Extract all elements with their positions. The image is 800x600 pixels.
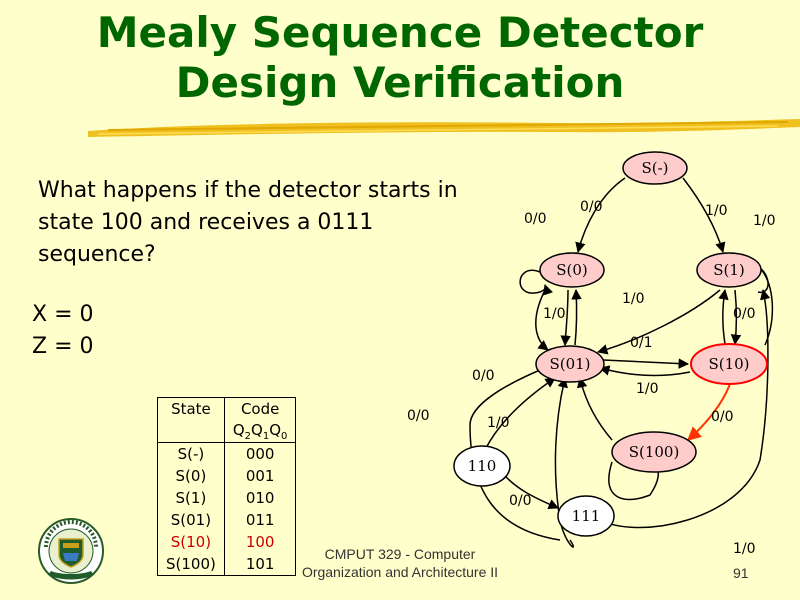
edge-s1-s01 [596, 289, 721, 355]
input-x-value: X = 0 [32, 302, 94, 327]
node-s100 [611, 431, 697, 473]
edge-bottom-right [599, 288, 771, 529]
edge-s10-s100-highlight [686, 383, 731, 441]
table-row: S(01) 011 [157, 509, 296, 531]
node-111 [557, 495, 615, 537]
output-z-value: Z = 0 [32, 334, 94, 359]
slide-footer: CMPUT 329 - Computer Organization and Ar… [285, 545, 515, 581]
edge-label-s1-self: 1/0 [753, 213, 776, 229]
node-s01 [535, 345, 605, 383]
table-cell-code: 000 [245, 445, 275, 463]
edge-label-bottom-right: 1/0 [733, 541, 756, 557]
edge-label-sdash-s0: 0/0 [580, 199, 603, 215]
edge-s1-s10 [730, 289, 742, 346]
edge-label-s01-s10: 0/1 [630, 335, 653, 351]
node-s1 [696, 252, 762, 288]
edge-label-s1-s10: 0/0 [733, 306, 756, 322]
table-cell-state: S(100) [157, 553, 225, 576]
edge-s01-s10 [602, 358, 690, 369]
table-cell-code: 001 [245, 467, 275, 485]
node-label-s10: S(10) [708, 355, 749, 373]
edge-label-s0-s01: 1/0 [543, 306, 566, 322]
edge-s01-down-left [469, 369, 561, 541]
node-label-s100: S(100) [629, 443, 680, 461]
edge-label-n111-in: 0/0 [509, 493, 532, 509]
node-label-s01: S(01) [549, 355, 590, 373]
node-s-dash [622, 151, 688, 185]
edge-label-s10-s100: 0/0 [711, 409, 734, 425]
edge-s10-s01 [598, 365, 691, 377]
table-cell-state: S(1) [157, 487, 225, 509]
edge-sdash-s1 [682, 177, 726, 254]
table-cell-code: 011 [245, 511, 275, 529]
node-110 [453, 445, 511, 487]
edge-n110-s01 [484, 377, 556, 451]
footer-line-2: Organization and Architecture II [301, 564, 499, 580]
table-header-code: Code [240, 400, 280, 418]
table-cell-code: 010 [245, 489, 275, 507]
edge-sdash-s0 [575, 177, 626, 254]
title-line-1: Mealy Sequence Detector [96, 8, 704, 57]
node-label-111: 111 [572, 507, 601, 525]
edge-s10-s1 [718, 288, 729, 345]
table-cell-code: 100 [245, 533, 275, 551]
node-label-s-dash: S(-) [641, 159, 668, 177]
footer-line-1: CMPUT 329 - Computer [324, 546, 476, 562]
title-underline-brush [88, 119, 800, 137]
edge-s100-s01 [576, 376, 613, 441]
edge-label-n110-out: 1/0 [487, 415, 510, 431]
edge-s0-self [519, 269, 553, 296]
table-header-state: State [157, 397, 225, 420]
table-row: S(1) 010 [157, 487, 296, 509]
edge-label-left-loop: 0/0 [407, 408, 430, 424]
table-header-spacer [157, 420, 225, 443]
university-logo [38, 518, 104, 584]
table-row: S(-) 000 [157, 442, 296, 465]
node-label-s1: S(1) [713, 261, 745, 279]
node-label-110: 110 [468, 457, 497, 475]
table-cell-state: S(-) [157, 442, 225, 465]
table-header-code-sub: Q2Q1Q0 [224, 420, 296, 443]
node-label-s0: S(0) [556, 261, 588, 279]
edge-s01-s0 [571, 288, 582, 346]
node-s0 [539, 252, 605, 288]
table-row: S(0) 001 [157, 465, 296, 487]
table-cell-state: S(01) [157, 509, 225, 531]
table-cell-state: S(10) [157, 531, 225, 553]
table-cell-code: 101 [245, 555, 275, 573]
page-number: 91 [733, 565, 749, 581]
table-cell-state: S(0) [157, 465, 225, 487]
edge-label-s10-s01: 1/0 [636, 381, 659, 397]
slide-title: Mealy Sequence Detector Design Verificat… [0, 8, 800, 108]
edge-label-sdash-s1: 1/0 [705, 203, 728, 219]
edge-label-s0-self: 0/0 [524, 211, 547, 227]
edge-s0-s01 [560, 289, 571, 347]
edge-s0-s01-left [535, 289, 549, 351]
edge-label-s01-s0: 0/0 [472, 368, 495, 384]
edge-label-s1-s01: 1/0 [622, 291, 645, 307]
title-line-2: Design Verification [175, 58, 625, 107]
table-row: S(100) 101 [157, 553, 296, 576]
question-text: What happens if the detector starts in s… [38, 178, 458, 267]
node-s10 [690, 343, 768, 385]
table-row: S(10) 100 [157, 531, 296, 553]
